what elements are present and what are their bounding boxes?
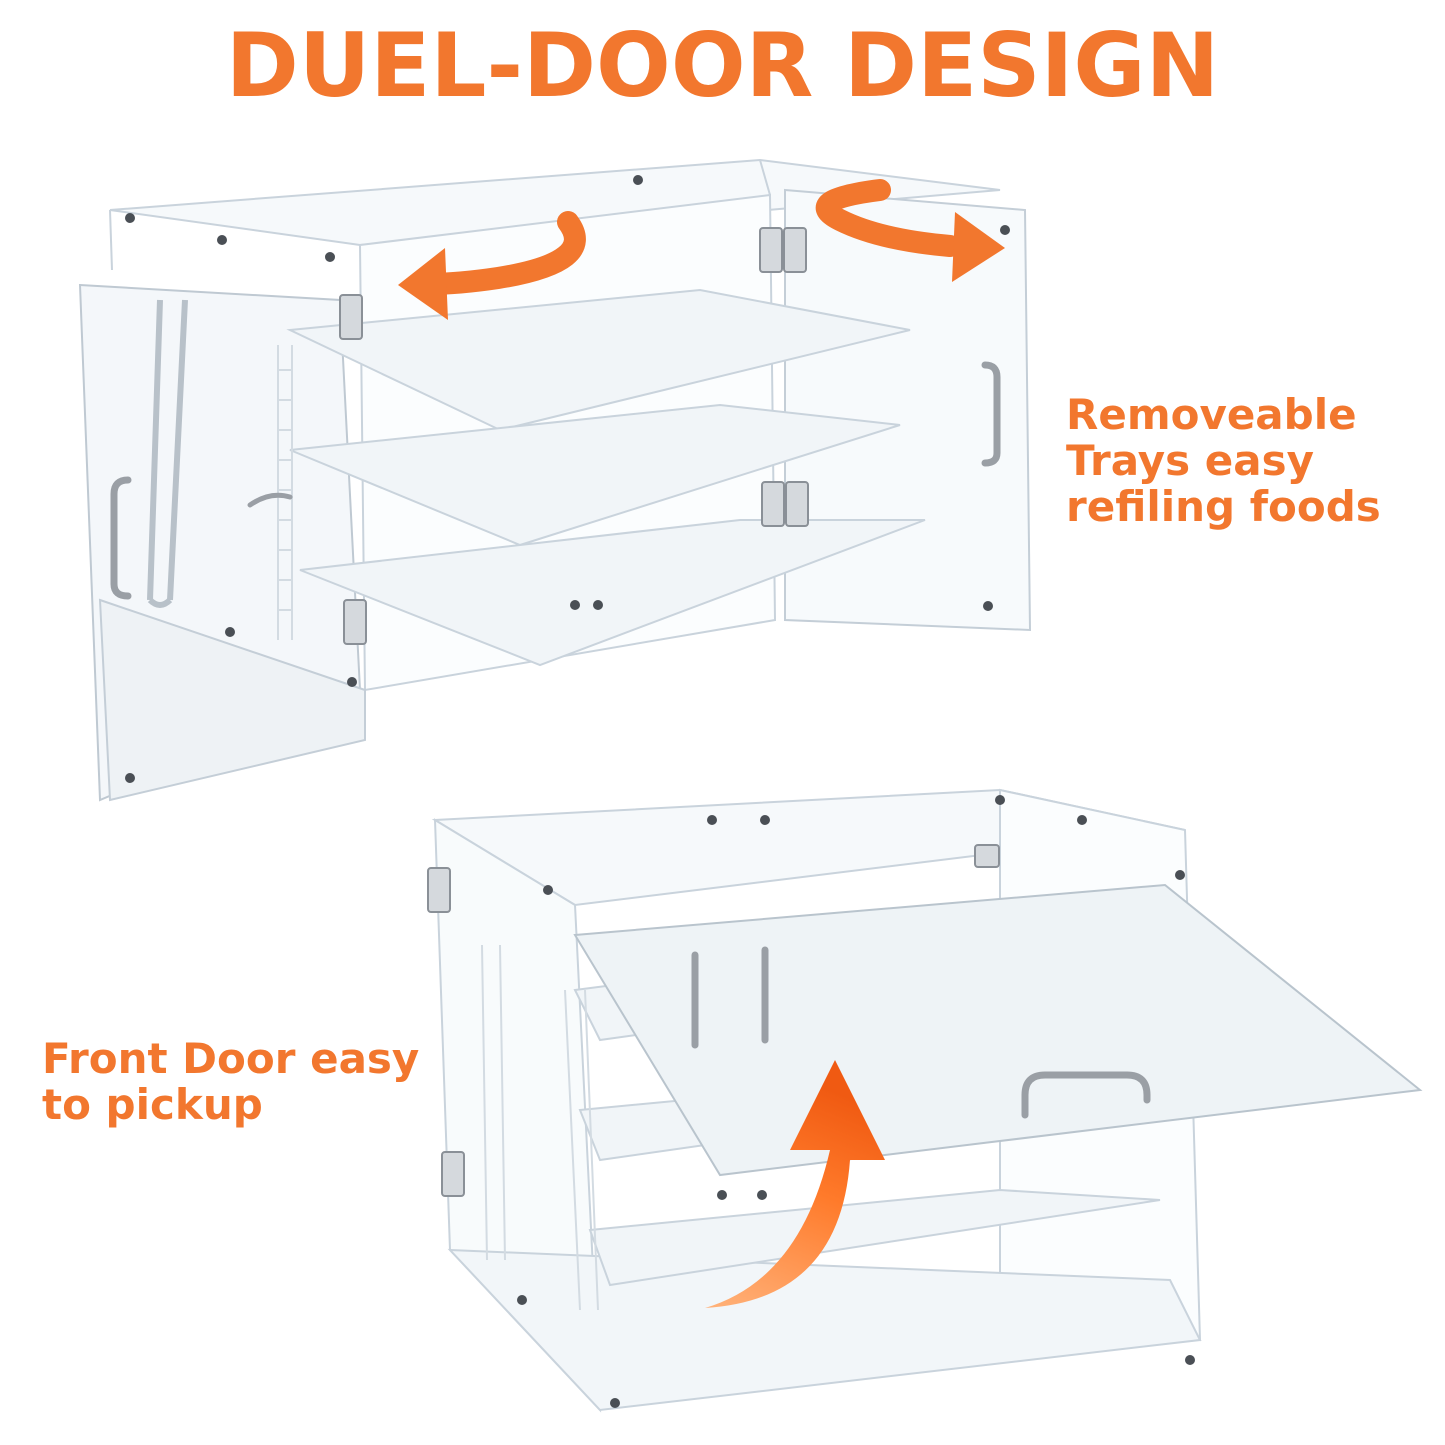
callout-trays-line-3: refiling foods bbox=[1066, 482, 1381, 531]
headline: DUEL-DOOR DESIGN bbox=[225, 14, 1220, 117]
callout-trays-line-1: Removeable bbox=[1066, 390, 1357, 439]
callout-door-line-1: Front Door easy bbox=[42, 1034, 420, 1083]
top-hinges bbox=[339, 227, 809, 645]
right-door-handle bbox=[981, 361, 1001, 467]
bottom-tray-3 bbox=[588, 1188, 1161, 1287]
top-right-door bbox=[784, 188, 1032, 632]
bottom-case-base bbox=[447, 1248, 1202, 1412]
serving-tongs bbox=[147, 299, 188, 608]
top-case-lid bbox=[109, 158, 1001, 247]
front-door-handle bbox=[1021, 1071, 1151, 1119]
callout-door-line-2: to pickup bbox=[42, 1080, 263, 1129]
bottom-hinges bbox=[427, 844, 1000, 1197]
rotate-right-arrow-icon bbox=[815, 179, 1005, 282]
bottom-screws bbox=[517, 795, 1195, 1408]
inner-handle bbox=[247, 492, 293, 508]
callout-front-door: Front Door easy to pickup bbox=[42, 1036, 419, 1128]
top-rack-left bbox=[277, 345, 293, 640]
lift-up-arrow-icon bbox=[705, 1060, 885, 1308]
callout-removable-trays: Removeable Trays easy refiling foods bbox=[1066, 392, 1381, 530]
bottom-handles bbox=[691, 946, 1151, 1119]
top-tray-3 bbox=[299, 519, 926, 667]
bottom-front-door bbox=[573, 883, 1423, 1177]
top-tray-2 bbox=[289, 403, 901, 547]
bottom-rack-left bbox=[481, 944, 506, 1261]
top-rack-notches bbox=[278, 369, 292, 611]
top-handles bbox=[110, 361, 1001, 600]
top-left-panel bbox=[98, 598, 366, 802]
top-display-case bbox=[78, 158, 1032, 802]
callout-trays-line-2: Trays easy bbox=[1066, 436, 1315, 485]
top-tray-1 bbox=[286, 288, 911, 432]
left-door-handle bbox=[110, 476, 132, 600]
rotate-left-arrow-icon bbox=[398, 211, 586, 320]
bottom-display-case bbox=[431, 788, 1423, 1413]
top-screws bbox=[125, 175, 1010, 783]
bottom-rack-right bbox=[564, 989, 599, 1311]
